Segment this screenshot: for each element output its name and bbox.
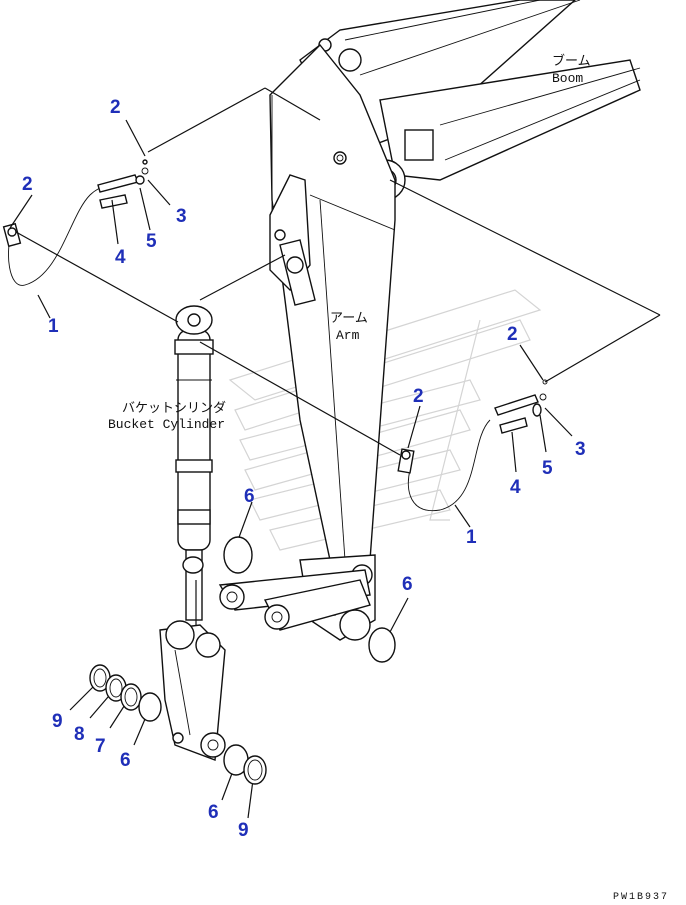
- part-labels: ブーム Boom アーム Arm バケットシリンダ Bucket Cylinde…: [108, 53, 591, 432]
- reference-lines: [9, 87, 661, 819]
- arm-label-jp: アーム: [330, 311, 368, 326]
- callout-right-top-grease: 2: [507, 324, 518, 345]
- callout-shim-right: 6: [402, 574, 413, 595]
- callout-right-bolt: 4: [510, 477, 521, 498]
- callout-right-fitting: 2: [413, 386, 424, 407]
- callout-ring-8: 8: [74, 724, 85, 745]
- cylinder-label-en: Bucket Cylinder: [108, 417, 225, 432]
- callout-top-left-spacer: 5: [146, 231, 157, 252]
- callout-top-left-washer: 3: [176, 206, 187, 227]
- boom-label-jp: ブーム: [552, 53, 591, 69]
- drawing-code: PW1B937: [613, 892, 669, 903]
- cylinder-label-jp: バケットシリンダ: [122, 401, 226, 416]
- callout-right-spacer: 5: [542, 458, 553, 479]
- callout-ring-7: 7: [95, 736, 106, 757]
- callout-top-left-grease: 2: [110, 97, 121, 118]
- right-hose: [397, 419, 491, 512]
- callout-shim-bottom: 6: [208, 802, 219, 823]
- bucket-links: [218, 569, 371, 631]
- right-top-parts: [494, 379, 548, 434]
- callout-shim-bottom-left: 6: [120, 750, 131, 771]
- callout-left-fitting: 2: [22, 174, 33, 195]
- boom: [299, 0, 641, 201]
- left-hose: [2, 179, 136, 286]
- callout-right-washer: 3: [575, 439, 586, 460]
- left-top-parts: [97, 159, 149, 209]
- boom-label-en: Boom: [552, 71, 583, 86]
- arm: [269, 43, 396, 641]
- watermark-logo: [228, 289, 542, 551]
- bucket-cylinder: [174, 305, 214, 621]
- callout-left-hose: 1: [48, 316, 59, 337]
- arm-label-en: Arm: [336, 328, 360, 343]
- shims-and-rings: [89, 536, 396, 785]
- callout-shim-left: 6: [244, 486, 255, 507]
- callout-ring-9: 9: [52, 711, 63, 732]
- callout-top-left-bolt: 4: [115, 247, 126, 268]
- callout-numbers: 2 2 3 5 4 1 2 2 3 5 4 6 1 6 9 8 7 6 6 9: [22, 97, 586, 841]
- callout-right-hose: 1: [466, 527, 477, 548]
- callout-ring-bottom-9: 9: [238, 820, 249, 841]
- lower-link: [159, 620, 226, 761]
